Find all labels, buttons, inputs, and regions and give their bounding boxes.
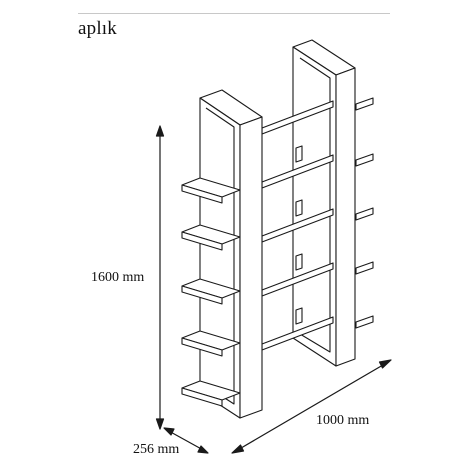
left-shelf-3-edge <box>181 285 223 305</box>
height-arrow-bottom <box>155 418 165 430</box>
middle-shelves <box>261 100 334 351</box>
left-shelf-2-edge <box>181 231 223 251</box>
right-shelf-3 <box>355 207 374 221</box>
right-shelf-1 <box>355 97 374 111</box>
width-arrow-right <box>378 359 392 369</box>
dimension-lines <box>155 125 392 454</box>
width-arrow-left <box>231 444 245 454</box>
depth-label: 256 mm <box>133 442 180 457</box>
right-shelves <box>355 97 374 329</box>
left-shelf-1-edge <box>181 184 223 204</box>
left-shelf-5-edge <box>181 387 223 407</box>
height-arrow-top <box>155 125 165 137</box>
height-label: 1600 mm <box>91 270 145 285</box>
right-shelf-4 <box>355 261 374 275</box>
depth-arrow-right <box>197 445 209 454</box>
header-divider <box>78 13 390 14</box>
depth-arrow-left <box>163 427 175 436</box>
left-upright <box>199 89 263 419</box>
right-upright <box>292 39 356 367</box>
width-label: 1000 mm <box>316 413 370 428</box>
left-shelf-4-edge <box>181 337 223 357</box>
depth-dimension-line <box>166 429 206 452</box>
right-shelf-2 <box>355 153 374 167</box>
right-shelf-5 <box>355 315 374 329</box>
left-shelves <box>181 177 241 407</box>
width-dimension-line <box>235 361 389 452</box>
page-title: aplık <box>78 18 117 39</box>
